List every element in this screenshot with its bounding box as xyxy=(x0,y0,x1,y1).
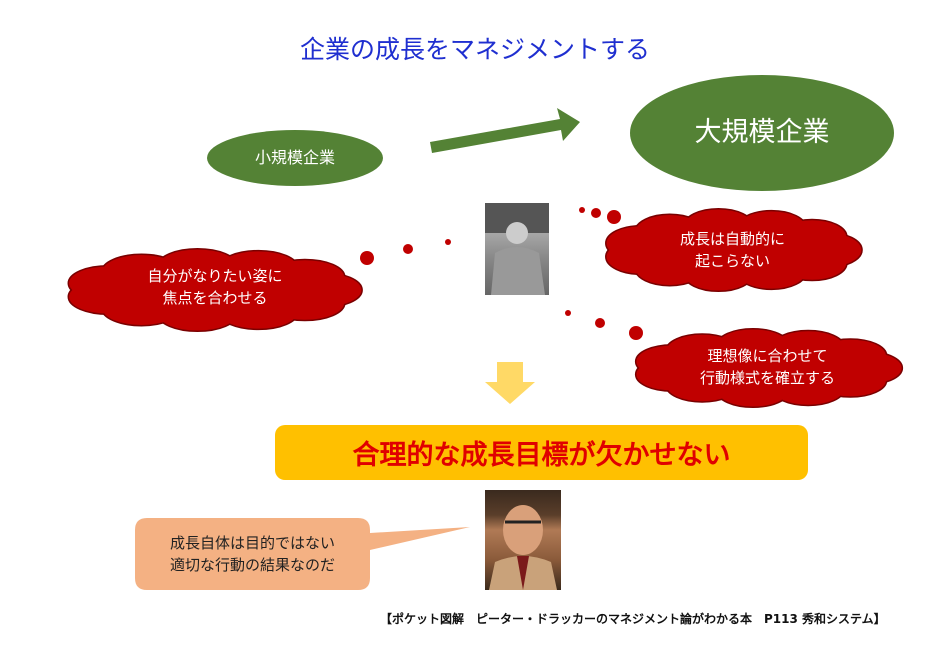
drucker-photo-bw xyxy=(485,203,549,295)
thought-dot xyxy=(591,208,601,218)
small-company-label: 小規模企業 xyxy=(254,148,335,167)
cloud-text-line: 自分がなりたい姿に xyxy=(147,267,283,285)
thought-dot xyxy=(579,207,585,213)
page-title: 企業の成長をマネジメントする xyxy=(299,35,650,64)
thought-dot xyxy=(445,239,451,245)
drucker-photo-color xyxy=(485,490,561,590)
thought-dot xyxy=(360,251,374,265)
callout-line: 成長自体は目的ではない xyxy=(169,534,335,552)
cloud-text-line: 理想像に合わせて xyxy=(707,347,828,365)
callout-bubble xyxy=(135,518,470,590)
cloud-left xyxy=(67,247,363,333)
cloud-text-line: 焦点を合わせる xyxy=(162,289,268,307)
callout-line: 適切な行動の結果なのだ xyxy=(169,556,335,574)
callout-text: 成長自体は目的ではない適切な行動の結果なのだ xyxy=(135,518,370,590)
cloud-right-top-text: 成長は自動的に起こらない xyxy=(610,225,855,275)
cloud-left-text: 自分がなりたい姿に焦点を合わせる xyxy=(75,262,355,312)
cloud-right-top xyxy=(605,207,863,293)
large-company-label: 大規模企業 xyxy=(694,117,830,148)
down-arrow xyxy=(485,362,535,404)
thought-dot xyxy=(607,210,621,224)
conclusion-banner: 合理的な成長目標が欠かせない xyxy=(275,425,808,480)
thought-dot xyxy=(565,310,571,316)
cloud-text-line: 行動様式を確立する xyxy=(699,369,835,387)
cloud-text-line: 起こらない xyxy=(694,252,770,270)
small-company-ellipse xyxy=(207,130,383,186)
citation: 【ポケット図解 ピーター・ドラッカーのマネジメント論がわかる本 P113 秀和シ… xyxy=(380,612,886,626)
thought-dot xyxy=(629,326,643,340)
cloud-right-bottom-text: 理想像に合わせて行動様式を確立する xyxy=(640,342,895,392)
thought-dot xyxy=(595,318,605,328)
cloud-right-bottom xyxy=(634,327,904,409)
large-company-ellipse xyxy=(630,75,894,191)
growth-arrow xyxy=(430,108,580,153)
thought-dot xyxy=(403,244,413,254)
cloud-text-line: 成長は自動的に xyxy=(679,230,785,248)
